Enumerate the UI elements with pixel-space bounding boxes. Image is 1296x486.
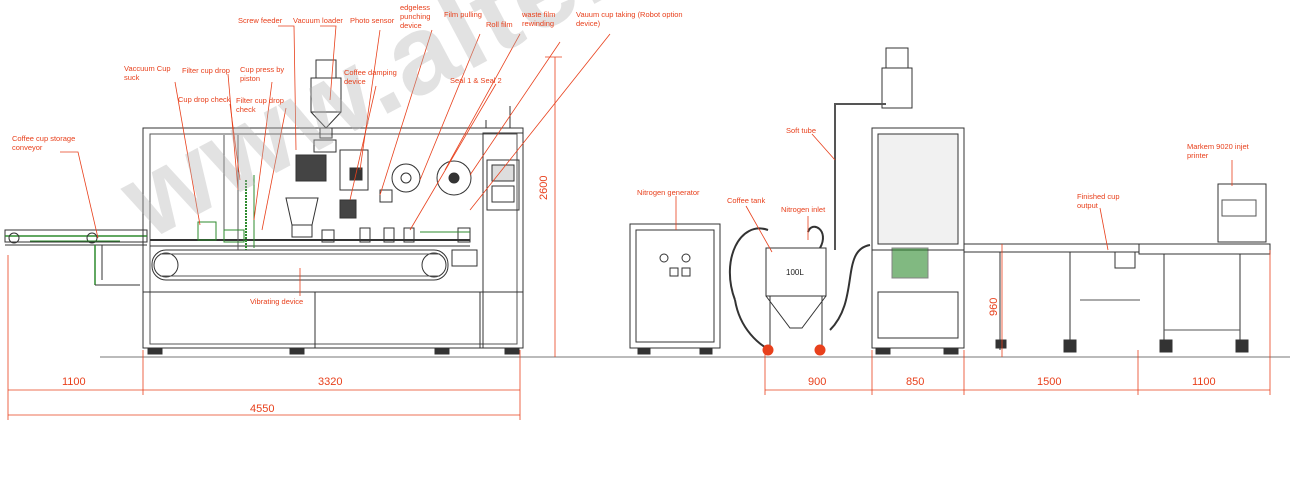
dimension-960: 960 — [988, 297, 1000, 316]
label-finished-cup-output: Finished cup output — [1077, 192, 1120, 210]
label-seal-1-2: Seal 1 & Seal 2 — [450, 76, 502, 85]
label-filter-cup-drop: Filter cup drop — [182, 66, 230, 75]
coffee-tank-unit — [728, 225, 871, 356]
label-cup-drop-check: Cup drop check — [178, 95, 231, 104]
storage-conveyor — [4, 229, 148, 286]
printer-conveyor — [1138, 183, 1271, 353]
label-filter-cup-drop-check: Filter cup drop check — [236, 96, 284, 114]
label-edgeless-punching: edgeless punching device — [400, 3, 431, 30]
label-vacuum-loader: Vacuum loader — [293, 16, 343, 25]
label-vibrating-device: Vibrating device — [250, 297, 304, 306]
label-vacuum-cup-taking: Vauum cup taking (Robot option device) — [576, 10, 683, 28]
nitrogen-generator-unit — [629, 223, 721, 355]
dimension-1100-right: 1100 — [1192, 376, 1216, 388]
label-vacuum-cup-suck: Vaccuum Cup suck — [124, 64, 171, 82]
label-tank-volume: 100L — [786, 268, 804, 277]
dimension-lines — [7, 56, 1271, 420]
label-photo-sensor: Photo sensor — [350, 16, 395, 25]
label-markem-printer: Markem 9020 injet printer — [1187, 142, 1249, 160]
leader-lines — [60, 25, 1233, 296]
robot-cup-machine — [834, 47, 965, 355]
label-nitrogen-inlet: Nitrogen inlet — [781, 205, 826, 214]
label-waste-film-rewinding: waste film rewinding — [522, 10, 556, 28]
label-coffee-damping-device: Coffee damping device — [344, 68, 397, 86]
dimension-1100-left: 1100 — [62, 376, 86, 388]
label-roll-film: Roll film — [486, 20, 513, 29]
dimension-3320: 3320 — [318, 376, 343, 388]
dimension-850: 850 — [906, 376, 925, 388]
label-film-pulling: Film pulling — [444, 10, 482, 19]
label-soft-tube: Soft tube — [786, 126, 817, 135]
dimension-900: 900 — [808, 376, 827, 388]
label-coffee-cup-storage-conveyor: Coffee cup storage conveyor — [12, 134, 76, 152]
main-machine — [142, 59, 524, 355]
label-screw-feeder: Screw feeder — [238, 16, 283, 25]
label-coffee-tank: Coffee tank — [727, 196, 766, 205]
dimension-2600: 2600 — [538, 175, 550, 200]
label-cup-press-by-piston: Cup press by piston — [240, 65, 285, 83]
label-nitrogen-generator: Nitrogen generator — [637, 188, 700, 197]
dimension-1500: 1500 — [1037, 376, 1062, 388]
dimension-4550: 4550 — [250, 403, 275, 415]
